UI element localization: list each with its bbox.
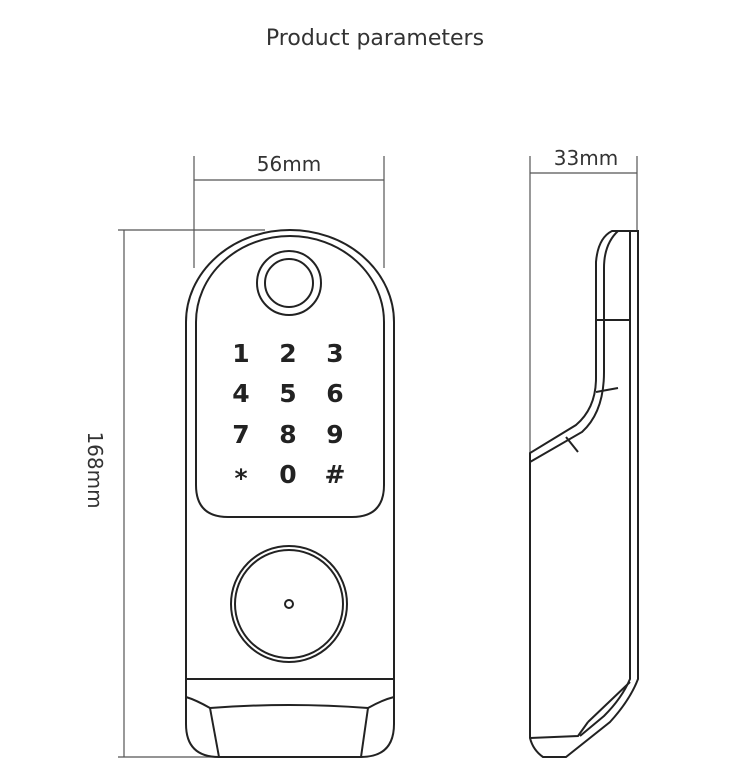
side-lower-line: [587, 681, 631, 723]
key-star: *: [234, 464, 247, 493]
fingerprint-sensor-outer: [256, 250, 322, 316]
depth-label: 33mm: [554, 146, 618, 170]
side-upper-divider: [565, 436, 579, 453]
bottom-cover-curve: [185, 696, 395, 710]
key-0: 0: [279, 460, 296, 489]
side-view: [529, 230, 639, 758]
key-6: 6: [326, 379, 343, 408]
depth-dimension: [529, 156, 638, 460]
bottom-cover-right: [360, 707, 369, 758]
side-inner-curve: [529, 230, 619, 463]
key-hash: #: [325, 460, 346, 489]
key-3: 3: [326, 339, 343, 368]
key-hole: [284, 599, 294, 609]
key-2: 2: [279, 339, 296, 368]
key-8: 8: [279, 420, 296, 449]
keypad: 1 2 3 4 5 6 7 8 9 * 0 #: [232, 339, 345, 493]
knob-inner: [234, 549, 344, 659]
side-outline: [529, 230, 639, 758]
knob-outer: [230, 545, 348, 663]
width-dimension: [193, 156, 385, 268]
side-lower-bevel: [529, 721, 589, 739]
height-dimension: [118, 229, 265, 758]
key-5: 5: [279, 379, 296, 408]
width-label: 56mm: [257, 152, 321, 176]
bottom-cover-left: [209, 707, 220, 758]
key-9: 9: [326, 420, 343, 449]
side-back-edge: [579, 231, 631, 737]
front-body-outline: [185, 229, 395, 758]
key-4: 4: [232, 379, 249, 408]
height-label: 168mm: [83, 431, 107, 508]
page-title: Product parameters: [265, 26, 485, 51]
front-view: [185, 229, 395, 758]
key-7: 7: [232, 420, 249, 449]
keypad-panel: [195, 235, 385, 518]
key-1: 1: [232, 339, 249, 368]
side-step-mid: [595, 387, 619, 393]
fingerprint-sensor-inner: [264, 258, 314, 308]
